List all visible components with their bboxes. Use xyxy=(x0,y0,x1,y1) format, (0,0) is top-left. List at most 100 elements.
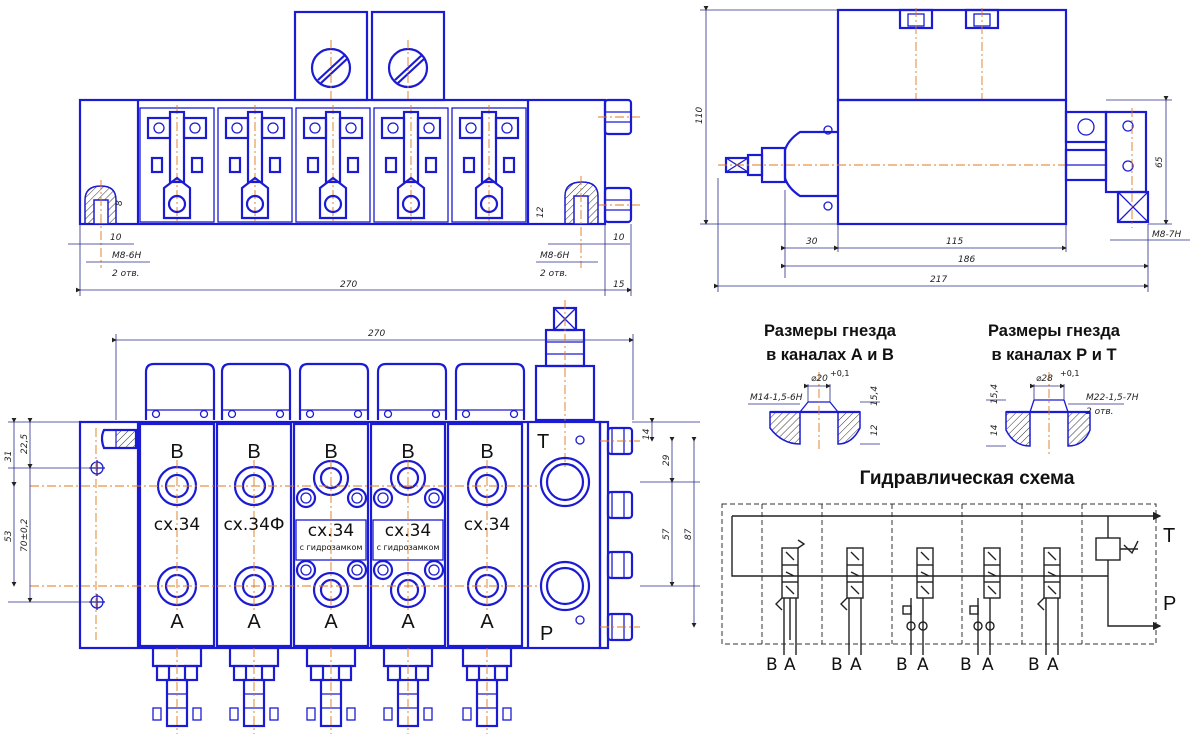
schematic-a-2: A xyxy=(850,655,862,675)
front-section-5 xyxy=(451,105,527,224)
plan-port-a-5: A xyxy=(480,611,494,633)
front-thread-right: M8-6H xyxy=(540,251,569,261)
plan-dim-70: 70±0,2 xyxy=(20,518,30,552)
socket-pt-detail: Размеры гнезда в каналах Р и Т ⌀28 +0,1 … xyxy=(986,322,1139,454)
plan-levers xyxy=(151,646,513,734)
schematic-valve-2 xyxy=(840,547,864,655)
plan-plate-5 xyxy=(446,422,524,648)
plan-right-fittings xyxy=(600,426,640,642)
plan-port-b-3: B xyxy=(324,441,337,463)
front-section-3 xyxy=(295,105,371,224)
socket-ab-title-1: Размеры гнезда xyxy=(764,322,897,340)
schematic-b-2: B xyxy=(831,655,843,675)
hydraulic-schematic: Гидравлическая схема xyxy=(721,468,1176,675)
plan-section-4: B A сх.34 с гидрозамком xyxy=(377,441,440,633)
schematic-b-1: B xyxy=(766,655,778,675)
schematic-port-t: T xyxy=(1163,525,1175,547)
plan-port-b-5: B xyxy=(480,441,493,463)
plan-port-p: P xyxy=(540,623,553,645)
socket-ab-depth-2: 12 xyxy=(870,424,880,436)
plan-type-2: сх.34Ф xyxy=(223,515,284,535)
plan-type-4: сх.34 xyxy=(385,521,431,541)
plan-view: 270 xyxy=(4,300,700,734)
plan-sub-3: с гидрозамком xyxy=(300,543,363,552)
socket-pt-count: 2 отв. xyxy=(1086,407,1114,417)
plan-dim-29: 29 xyxy=(662,454,672,466)
plan-type-1: сх.34 xyxy=(154,515,200,535)
socket-pt-depth-1: 15,4 xyxy=(990,384,1000,404)
plan-dim-57: 57 xyxy=(662,528,672,540)
front-dim-right: 15 xyxy=(613,280,625,290)
side-view: 110 65 30 115 186 217 M8-7H xyxy=(695,6,1190,292)
side-dim-30: 30 xyxy=(806,237,818,247)
side-dim-mid: 65 xyxy=(1155,156,1165,168)
plan-plate-1 xyxy=(138,422,216,648)
front-dim-edge-left: 10 xyxy=(110,233,122,243)
plan-type-5: сх.34 xyxy=(464,515,510,535)
plan-plate-2 xyxy=(215,422,293,648)
side-body xyxy=(836,98,1068,226)
schematic-b-3: B xyxy=(896,655,908,675)
socket-ab-detail: Размеры гнезда в каналах А и В ⌀20 +0,1 … xyxy=(748,322,897,452)
front-count-left: 2 отв. xyxy=(112,269,140,279)
plan-plate-4 xyxy=(369,422,447,648)
schematic-a-3: A xyxy=(917,655,929,675)
socket-pt-thread: M22-1,5-7H xyxy=(1086,393,1139,403)
socket-pt-title-1: Размеры гнезда xyxy=(988,322,1121,340)
socket-pt-depth-2: 14 xyxy=(990,424,1000,436)
schematic-a-1: A xyxy=(784,655,796,675)
plan-port-b-2: B xyxy=(247,441,260,463)
hydrolock-details xyxy=(295,487,445,581)
front-section-1 xyxy=(139,105,215,224)
socket-ab-diameter: ⌀20 xyxy=(811,374,828,384)
socket-ab-depth-1: 15,4 xyxy=(870,386,880,406)
schematic-a-5: A xyxy=(1047,655,1059,675)
plan-port-t: T xyxy=(537,431,549,453)
side-dim-height: 110 xyxy=(695,107,705,124)
front-section-4 xyxy=(373,105,449,224)
front-section-2 xyxy=(217,105,293,224)
schematic-title: Гидравлическая схема xyxy=(860,468,1075,489)
schematic-valve-1 xyxy=(775,539,806,655)
side-dim-186: 186 xyxy=(958,255,975,265)
plan-port-a-2: A xyxy=(247,611,261,633)
plan-section-3: B A сх.34 с гидрозамком xyxy=(300,441,363,633)
side-handle xyxy=(783,130,838,198)
plan-top-caps xyxy=(144,362,526,420)
plan-port-a-4: A xyxy=(401,611,415,633)
socket-ab-title-2: в каналах А и В xyxy=(766,346,894,364)
side-dim-217: 217 xyxy=(930,275,947,285)
plan-port-a-3: A xyxy=(324,611,338,633)
front-dim-edge-right: 10 xyxy=(613,233,625,243)
plan-dim-22-5: 22,5 xyxy=(20,434,30,454)
plan-port-b-4: B xyxy=(401,441,414,463)
side-dim-115: 115 xyxy=(946,237,963,247)
schematic-b-5: B xyxy=(1028,655,1040,675)
front-dim-hole-right: 12 xyxy=(536,206,546,218)
socket-ab-tol: +0,1 xyxy=(830,369,849,378)
front-dim-overall: 270 xyxy=(340,280,357,290)
plan-dim-53: 53 xyxy=(4,530,14,542)
plan-dim-overall: 270 xyxy=(368,329,385,339)
front-sections xyxy=(139,105,527,224)
plan-section-1: B A сх.34 xyxy=(154,441,200,633)
socket-pt-diameter: ⌀28 xyxy=(1036,374,1053,384)
plan-dim-87: 87 xyxy=(684,528,694,540)
plan-plate-3 xyxy=(292,422,370,648)
side-thread: M8-7H xyxy=(1152,230,1181,240)
plan-pt-ports: T P xyxy=(537,431,591,645)
front-thread-left: M8-6H xyxy=(112,251,141,261)
schematic-b-4: B xyxy=(960,655,972,675)
side-top-block xyxy=(836,8,1068,102)
schematic-valve-5 xyxy=(1037,547,1061,655)
plan-sub-4: с гидрозамком xyxy=(377,543,440,552)
front-view: 270 15 10 10 M8-6H 2 отв. M8-6H 2 отв. 8… xyxy=(68,10,640,296)
socket-ab-thread: M14-1,5-6H xyxy=(750,393,803,403)
front-dim-hole-left: 8 xyxy=(115,200,125,206)
plan-relief-valve xyxy=(534,300,596,470)
schematic-port-p: P xyxy=(1163,593,1176,615)
plan-section-2: B A сх.34Ф xyxy=(223,441,284,633)
plan-type-3: сх.34 xyxy=(308,521,354,541)
socket-pt-title-2: в каналах Р и Т xyxy=(991,346,1116,364)
